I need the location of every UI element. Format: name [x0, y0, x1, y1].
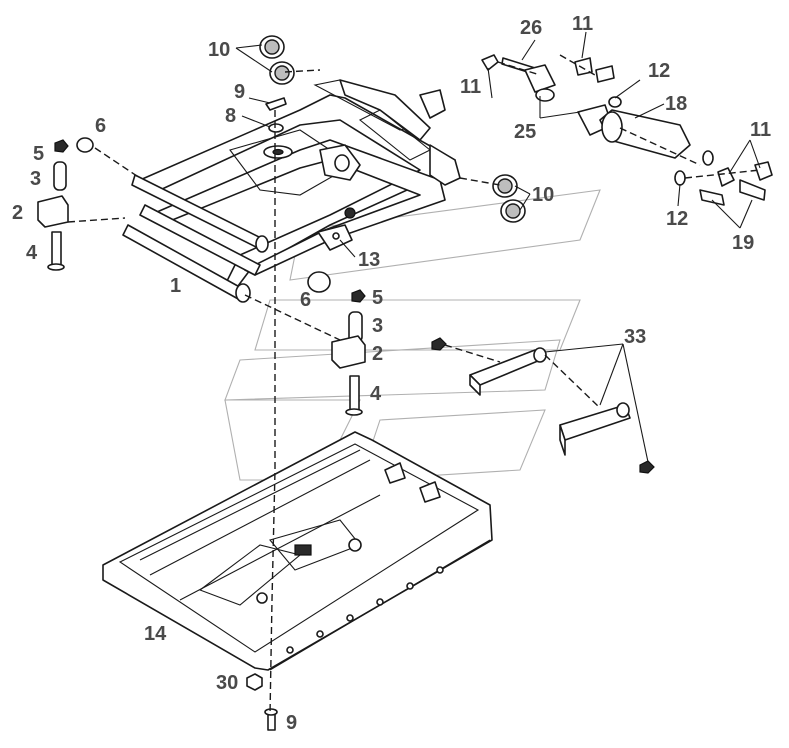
bottom-fasteners [246, 673, 278, 731]
callout-2-left: 2 [12, 202, 23, 224]
roller-10-top-b [269, 61, 295, 85]
callout-30: 30 [216, 672, 238, 694]
washer-12-top [608, 96, 622, 108]
callout-9-bottom: 9 [286, 712, 297, 734]
nut-30 [246, 673, 263, 691]
clip-11-a [481, 54, 499, 71]
washer-12-bottom [674, 170, 686, 186]
roller-10-right-a [492, 174, 518, 198]
clip-11-b [717, 167, 735, 187]
callout-14: 14 [144, 623, 167, 645]
bolt-33-b [639, 460, 655, 474]
center-screw-parts [265, 97, 287, 133]
left-pivot-parts [37, 137, 94, 271]
watermark-emblem [224, 189, 601, 481]
callout-19: 19 [732, 232, 754, 254]
bolt-4-right [349, 375, 360, 413]
block-2-left [37, 195, 69, 228]
nut-5-right [351, 289, 366, 303]
callout-26: 26 [520, 17, 542, 39]
callout-8: 8 [225, 105, 236, 127]
callout-5-right: 5 [372, 287, 383, 309]
right-pivot-parts [307, 271, 366, 416]
callout-13: 13 [358, 249, 380, 271]
roller-10-top-a [259, 35, 285, 59]
clip-11-c [754, 161, 773, 181]
callout-12-top: 12 [648, 60, 670, 82]
leader-lines [235, 31, 761, 463]
callout-4-left: 4 [26, 242, 38, 264]
upper-frame-assembly [122, 79, 461, 303]
callout-2-right: 2 [372, 343, 383, 365]
callout-12-bottom: 12 [666, 208, 688, 230]
pin-19-a [699, 189, 725, 206]
bolt-4-left [51, 231, 62, 267]
callout-6-right: 6 [300, 289, 311, 311]
callout-3-right: 3 [372, 315, 383, 337]
roller-10-right-b [500, 199, 526, 223]
washer-8 [268, 123, 284, 133]
handle-assembly [481, 54, 773, 206]
spring-11 [574, 57, 593, 76]
callout-3-left: 3 [30, 168, 41, 190]
nut-5-left [54, 139, 69, 153]
callout-6-left: 6 [95, 115, 106, 137]
washer-6-right [307, 271, 331, 293]
callout-18: 18 [665, 93, 687, 115]
assembly-lines [67, 69, 501, 716]
base-plate-14 [102, 431, 493, 671]
washer-6-left [76, 137, 94, 153]
callout-11-left: 11 [460, 76, 481, 98]
pin-19-b [739, 179, 766, 201]
screw-9-top [265, 97, 287, 111]
bushing-3-left [53, 161, 67, 191]
callout-33: 33 [624, 326, 646, 348]
callout-4-right: 4 [370, 383, 382, 405]
callout-10-right: 10 [532, 184, 554, 206]
callout-9-top: 9 [234, 81, 245, 103]
callout-labels: 10 9 8 6 5 3 2 4 1 6 5 3 2 4 13 10 26 11… [12, 13, 771, 734]
bolt-33-a [431, 337, 447, 351]
callout-5-left: 5 [33, 143, 44, 165]
callout-25: 25 [514, 121, 536, 143]
callout-11-top: 11 [572, 13, 593, 35]
callout-1: 1 [170, 275, 181, 297]
block-2-right [331, 335, 366, 369]
callout-10-top: 10 [208, 39, 230, 61]
callout-11-right: 11 [750, 119, 771, 141]
slide-rail-parts [431, 337, 655, 474]
